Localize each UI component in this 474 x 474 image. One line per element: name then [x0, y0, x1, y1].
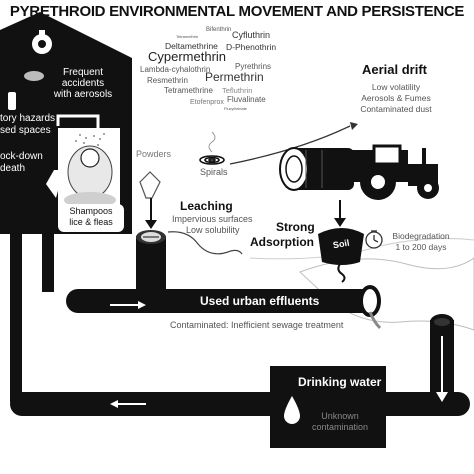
- clock-icon: [365, 230, 383, 249]
- accidents-label-3: with aerosols: [53, 89, 113, 100]
- mosquito-coil-icon: [199, 155, 225, 165]
- shower-pipe: [56, 114, 100, 128]
- drinking-water-label: Drinking water: [298, 375, 382, 389]
- pesticide-lambda-cyhalothrin: Lambda-cyhalothrin: [140, 65, 211, 74]
- respiratory-label-1: tory hazards: [0, 113, 56, 124]
- cockroach-icon: [24, 71, 44, 81]
- pesticide-etofenprox: Etofenprox: [190, 99, 224, 106]
- aerial-sub-2: Aerosols & Fumes: [361, 93, 431, 103]
- powder-bottle-icon: [139, 171, 161, 199]
- leaching-trail: [167, 231, 243, 255]
- pesticide-deltamethrine: Deltamethrine: [165, 41, 218, 51]
- adsorption-label: Adsorption: [250, 235, 314, 249]
- return-pipe-left: [10, 232, 22, 402]
- leaching-sub-1: Impervious surfaces: [172, 214, 253, 224]
- hay-bale-icon: [279, 147, 354, 191]
- pesticide-cyfluthrin: Cyfluthrin: [232, 30, 271, 40]
- pesticide-permethrin: Permethrin: [205, 70, 264, 84]
- outflow-water: [368, 311, 382, 330]
- shampoo-panel: [58, 204, 124, 232]
- smoke-trail: [208, 131, 216, 153]
- water-drop-icon: [284, 396, 300, 424]
- pesticide-fluvalinate: Fluvalinate: [227, 95, 266, 104]
- shower-drops-icon: [75, 133, 105, 146]
- aerosol-can-icon: [8, 92, 16, 110]
- pesticide-bifenthrin: Bifenthrin: [206, 27, 232, 33]
- strong-label: Strong: [276, 220, 315, 234]
- knockdown-label-1: ock-down: [0, 151, 43, 162]
- soil-bag-icon: [318, 228, 364, 265]
- unknown-label-2: contamination: [311, 422, 369, 432]
- powders-label: Powders: [136, 149, 172, 159]
- pesticide-resmethrin: Resmethrin: [147, 76, 188, 85]
- leaching-label: Leaching: [180, 199, 233, 213]
- tractor-icon: [348, 144, 439, 200]
- pesticide-tefluthrin: Tefluthrin: [222, 86, 253, 95]
- house-drain-pipe: [42, 232, 54, 292]
- effluent-flow-arrow: [110, 301, 146, 309]
- return-flow-arrow: [110, 400, 146, 408]
- biodeg-label-1: Biodegradation: [392, 231, 450, 241]
- accidents-label-1: Frequent: [62, 67, 104, 78]
- pesticide-d-phenothrin: D-Phenothrin: [226, 42, 277, 52]
- return-pipe-bottom: [10, 392, 470, 416]
- pesticide-flucythrinate: Flucythrinate: [224, 106, 247, 111]
- pesticide-tetramethrin-small: Tetramethrin: [176, 34, 199, 39]
- aerial-sub-3: Contaminated dust: [360, 104, 432, 114]
- shampoo-label-1: Shampoos: [69, 206, 113, 216]
- pesticide-cypermethrin: Cypermethrin: [148, 49, 227, 64]
- pesticide-tetramethrine: Tetramethrine: [164, 86, 213, 95]
- aerial-drift-label: Aerial drift: [362, 62, 428, 77]
- leaching-sub-2: Low solubility: [186, 225, 240, 235]
- shampoo-label-2: lice & fleas: [69, 217, 113, 227]
- diagram-title: PYRETHROID ENVIRONMENTAL MOVEMENT AND PE…: [9, 3, 465, 20]
- spray-bottle-icon: [46, 170, 62, 198]
- effluents-sub: Contaminated: Inefficient sewage treatme…: [170, 320, 344, 330]
- effluent-outlet: [359, 285, 381, 317]
- accidents-label-2: accidents: [61, 78, 105, 89]
- unknown-label-1: Unknown: [321, 411, 359, 421]
- storm-drain: [136, 236, 166, 298]
- smoke-detector-icon: [32, 30, 52, 54]
- person-head-icon: [80, 148, 100, 168]
- spirals-label: Spirals: [200, 167, 228, 177]
- biodeg-label-2: 1 to 200 days: [395, 242, 447, 252]
- soil-leak: [337, 263, 346, 283]
- pesticide-pyrethrins: Pyrethrins: [235, 62, 272, 71]
- aerial-sub-1: Low volatility: [371, 82, 421, 92]
- respiratory-label-2: sed spaces: [0, 125, 51, 136]
- effluents-label: Used urban effluents: [200, 294, 320, 308]
- knockdown-label-2: death: [0, 163, 26, 174]
